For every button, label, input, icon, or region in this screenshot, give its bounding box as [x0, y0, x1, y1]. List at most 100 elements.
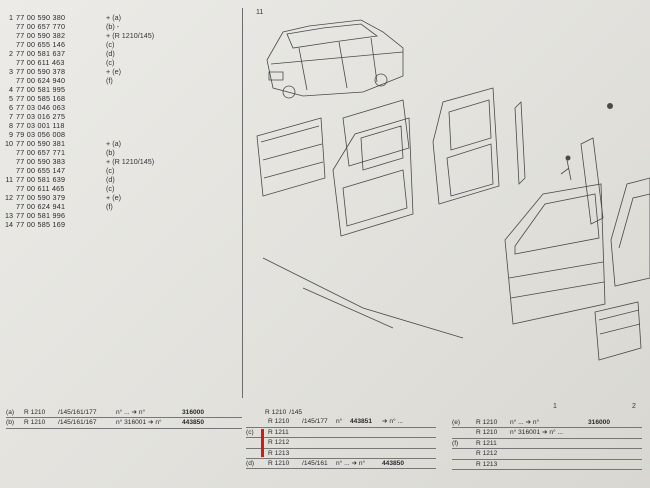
part-note: (c): [106, 58, 115, 68]
part-code: 77 03 016 275: [16, 112, 66, 122]
table-left-types: /145/161/177: [58, 409, 97, 416]
part-number: 2: [9, 49, 13, 59]
table-right-model: R 1210: [476, 429, 498, 437]
table-right-serial: 316000: [588, 419, 611, 426]
table-mid-header-type: /145: [289, 409, 303, 416]
part-code: 77 03 046 063: [16, 103, 66, 113]
table-right-tag: [452, 460, 466, 469]
part-number: 13: [5, 211, 13, 221]
part-code: 77 00 581 996: [16, 211, 66, 221]
part-number: 5: [9, 94, 13, 104]
part-code: 77 00 581 639: [16, 175, 66, 185]
part-code: 77 00 590 380: [16, 13, 66, 22]
door-moulding: [594, 301, 642, 361]
part-note: (c): [106, 184, 115, 194]
parts-row: 77 00 655 146 (c): [5, 40, 230, 49]
part-code: 77 00 585 169: [16, 220, 66, 230]
part-note: + (e): [106, 67, 121, 77]
part-number: [5, 58, 13, 67]
figure-label-11: 11: [256, 9, 264, 16]
front-door-outer: [504, 183, 606, 325]
table-left-range: n° ... ➔ n°: [116, 409, 146, 416]
table-right-range: n° ... ➔ n°: [510, 419, 540, 426]
table-left: (a) R 1210/145/161/177 n° ... ➔ n° 316000 (b…: [6, 408, 242, 429]
red-highlight-bar: [261, 429, 264, 457]
part-number: 7: [9, 112, 13, 122]
part-number: 10: [5, 139, 13, 149]
part-number: 14: [5, 220, 13, 230]
part-note: + (a): [106, 139, 121, 149]
part-code: 77 00 657 771: [16, 148, 66, 158]
column-divider: [242, 8, 243, 398]
table-right-tag: (f): [452, 439, 459, 447]
pillar-seal: [580, 137, 604, 225]
part-code: 77 00 590 379: [16, 193, 66, 203]
parts-row: 77 00 624 941 (f): [5, 202, 230, 211]
part-number: [5, 31, 13, 40]
door-glass-panel: [342, 99, 410, 167]
table-left-range: n° 316001 ➔ n°: [116, 419, 162, 427]
part-number: 1: [9, 13, 13, 22]
part-code: 77 00 655 146: [16, 40, 66, 50]
table-mid-last-serial: 443850: [382, 459, 405, 467]
table-right-model: R 1210: [476, 419, 498, 426]
table-right-row: (e) R 1210 n° ... ➔ n° 316000: [452, 418, 642, 429]
part-note: + (a): [106, 13, 121, 22]
table-mid-model-3: R 1213: [268, 449, 290, 457]
table-left-model: R 1210: [24, 409, 46, 416]
part-number: [5, 148, 13, 157]
part-code: 77 03 001 118: [16, 121, 65, 131]
table-right-range: [510, 460, 588, 469]
table-mid-row1-types: /145/177: [302, 418, 328, 426]
door-seal-strip: [514, 101, 526, 185]
rear-door-shell: [432, 87, 500, 205]
table-left-serial: 316000: [182, 409, 205, 416]
table-right-tag: (e): [452, 419, 461, 426]
part-note: (f): [106, 76, 113, 86]
table-right-row: R 1213: [452, 460, 642, 470]
part-number: 3: [9, 67, 13, 77]
table-left-serial: 443850: [182, 419, 205, 427]
part-number: [5, 22, 13, 31]
part-number: 9: [9, 130, 13, 140]
table-mid-model-1: R 1211: [268, 428, 289, 436]
part-note: + (R 1210/145): [106, 157, 155, 167]
table-mid-last-model: R 1210: [268, 459, 290, 467]
front-door-shell: [332, 117, 414, 237]
table-mid-row1-serial: 443851: [350, 418, 373, 426]
door-exploded-diagram: [256, 19, 650, 361]
part-note: (c): [106, 166, 115, 176]
door-trim-panel: [256, 117, 326, 197]
parts-row: 77 00 611 465(c): [5, 184, 230, 193]
part-code: 77 00 585 168: [16, 94, 66, 104]
part-number: 4: [9, 85, 13, 95]
part-note: (c): [106, 40, 115, 50]
part-note: (b) -: [106, 22, 120, 32]
table-mid-header-model: R 1210: [265, 409, 287, 416]
part-number: [5, 166, 13, 175]
part-note: (f): [106, 202, 113, 212]
parts-row: 77 00 657 771(b): [5, 148, 230, 157]
part-code: 77 00 655 147: [16, 166, 66, 176]
rear-door-outer: [610, 177, 650, 287]
part-code: 77 00 581 995: [16, 85, 66, 95]
table-left-tag: (b): [6, 419, 15, 427]
table-left-row: (a) R 1210/145/161/177 n° ... ➔ n° 316000: [6, 408, 242, 419]
part-code: 77 00 624 941: [16, 202, 66, 212]
parts-row: 77 00 590 383+ (R 1210/145): [5, 157, 230, 166]
part-code: 77 00 624 940: [16, 76, 66, 86]
table-right-tag: [452, 449, 466, 458]
part-code: 77 00 590 378: [16, 67, 66, 77]
table-left-tag: (a): [6, 409, 15, 416]
parts-row: 77 00 655 147 (c): [5, 166, 230, 175]
table-right-model: R 1212: [476, 450, 498, 458]
figure-label-1: 1: [553, 403, 557, 410]
